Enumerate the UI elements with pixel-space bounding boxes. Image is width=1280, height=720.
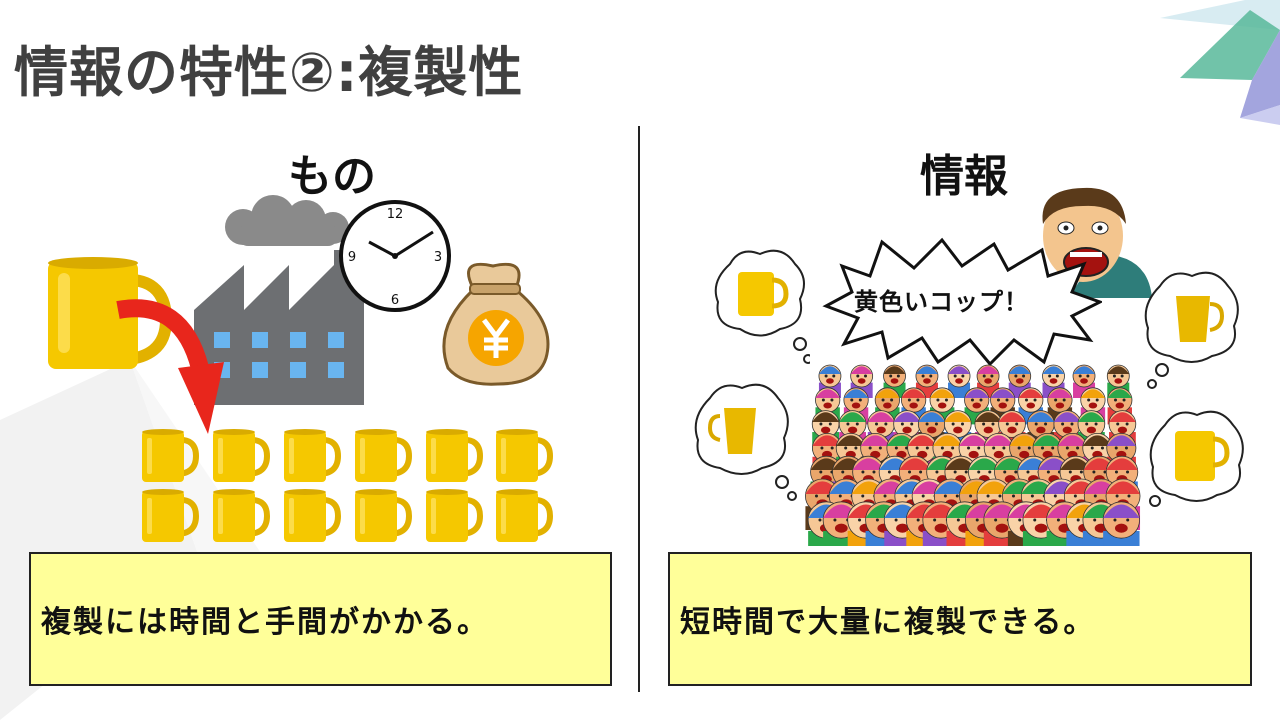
heading-mono: もの [288, 151, 376, 202]
mug-icon [496, 429, 554, 482]
clock-number-9: 9 [348, 250, 356, 265]
mug-icon [426, 429, 484, 482]
arrow-icon [116, 299, 224, 434]
crowd-face [1072, 364, 1096, 398]
mug-icon [496, 489, 554, 542]
corner-decoration [1160, 0, 1280, 125]
mug-icon [142, 429, 200, 482]
mug-icon [355, 489, 413, 542]
slide-title: 情報の特性②:複製性 [14, 41, 524, 104]
crowd-icon [805, 364, 1141, 546]
factory-icon [194, 250, 364, 405]
clock-icon: 12 3 6 9 [339, 200, 451, 312]
crowd-face [1102, 501, 1140, 546]
mug-icon [142, 489, 200, 542]
mug-icon [48, 257, 173, 369]
note-jouhou: 短時間で大量に複製できる。 [668, 552, 1252, 686]
shout-text: 黄色いコップ！ [854, 288, 1029, 316]
mug-icon [426, 489, 484, 542]
thought-bubble-icon [694, 383, 797, 501]
thought-bubble-icon [714, 249, 810, 364]
thought-bubble-icon [1144, 271, 1239, 389]
thought-bubble-icon [1149, 410, 1244, 507]
mug-icon [213, 489, 271, 542]
divider [638, 126, 640, 692]
clock-number-12: 12 [387, 207, 404, 222]
clock-number-3: 3 [434, 250, 442, 265]
clock-number-6: 6 [391, 293, 399, 308]
mug-icon [213, 429, 271, 482]
heading-jouhou: 情報 [920, 151, 1008, 202]
crowd-face [947, 364, 971, 398]
mug-icon [355, 429, 413, 482]
shout-bubble [822, 237, 1102, 366]
cloud-icon [225, 195, 349, 246]
mug-icon [284, 489, 342, 542]
money-bag-icon [442, 262, 550, 386]
mug-icon [284, 429, 342, 482]
note-mono: 複製には時間と手間がかかる。 [29, 552, 612, 686]
